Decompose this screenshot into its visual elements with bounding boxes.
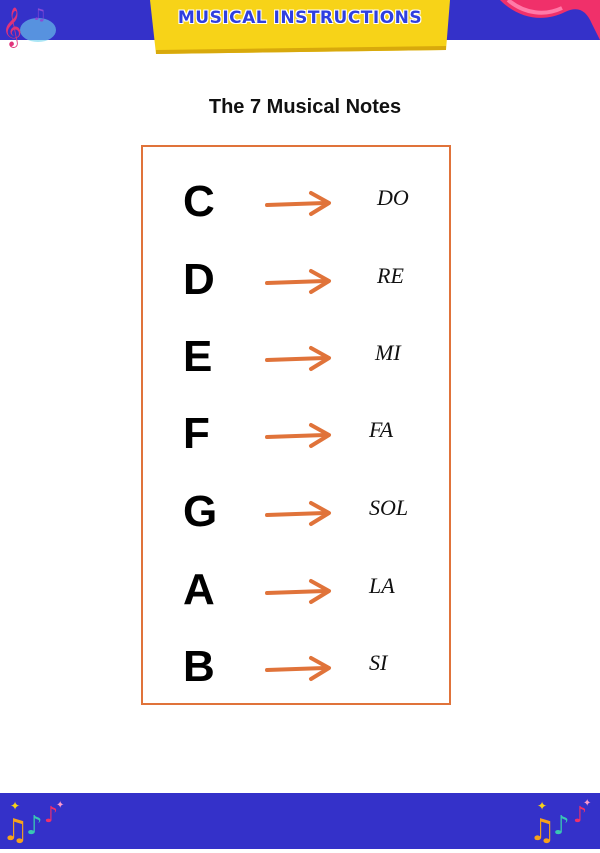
note-row-g: G SOL: [143, 487, 453, 557]
svg-text:♪: ♪: [26, 811, 43, 841]
note-solfege: LA: [369, 573, 395, 598]
arrow-right-icon: [265, 423, 331, 448]
note-row-a: A LA: [143, 565, 453, 635]
header-banner: MUSICAL INSTRUCTIONS: [150, 0, 450, 54]
note-letter: A: [183, 565, 215, 614]
note-row-c: C DO: [143, 177, 453, 247]
note-letter: G: [183, 487, 218, 536]
arrow-right-icon: [265, 656, 331, 681]
note-row-d: D RE: [143, 255, 453, 325]
note-solfege: FA: [369, 417, 394, 442]
svg-text:♫: ♫: [2, 813, 29, 848]
notes-table: C DO D RE E MI F FA G: [141, 145, 451, 705]
svg-text:✦: ✦: [537, 799, 547, 813]
music-notes-icon: ♫ ♪ ♪ ✦ ✦: [0, 790, 75, 849]
page-title: The 7 Musical Notes: [208, 96, 402, 118]
note-solfege: MI: [375, 340, 401, 365]
svg-text:✦: ✦: [583, 798, 591, 809]
note-letter: D: [183, 255, 215, 304]
note-row-b: B SI: [143, 642, 453, 712]
arrow-right-icon: [265, 191, 331, 216]
svg-text:𝄞: 𝄞: [2, 7, 22, 48]
note-letter: E: [183, 332, 213, 381]
note-row-e: E MI: [143, 332, 453, 402]
treble-clef-icon: 𝄞 ♫: [0, 0, 60, 50]
svg-text:♪: ♪: [573, 803, 587, 828]
arrow-right-icon: [265, 501, 331, 526]
svg-text:✦: ✦: [56, 800, 64, 811]
ribbon-icon: [490, 0, 600, 40]
note-letter: F: [183, 409, 210, 458]
arrow-right-icon: [265, 579, 331, 604]
header-title: MUSICAL INSTRUCTIONS: [177, 8, 423, 28]
svg-text:♪: ♪: [44, 803, 58, 828]
note-solfege: SI: [369, 650, 388, 675]
note-solfege: DO: [377, 185, 409, 210]
svg-text:♪: ♪: [553, 811, 570, 841]
svg-text:✦: ✦: [10, 799, 20, 813]
note-row-f: F FA: [143, 409, 453, 479]
note-solfege: RE: [377, 263, 404, 288]
note-letter: C: [183, 177, 215, 226]
svg-text:♫: ♫: [529, 813, 556, 848]
svg-text:♫: ♫: [32, 5, 46, 24]
bottom-band: [0, 793, 600, 849]
note-letter: B: [183, 642, 215, 691]
music-notes-icon: ♫ ♪ ♪ ✦ ✦: [525, 790, 600, 849]
note-solfege: SOL: [369, 495, 409, 520]
arrow-right-icon: [265, 346, 331, 371]
arrow-right-icon: [265, 269, 331, 294]
